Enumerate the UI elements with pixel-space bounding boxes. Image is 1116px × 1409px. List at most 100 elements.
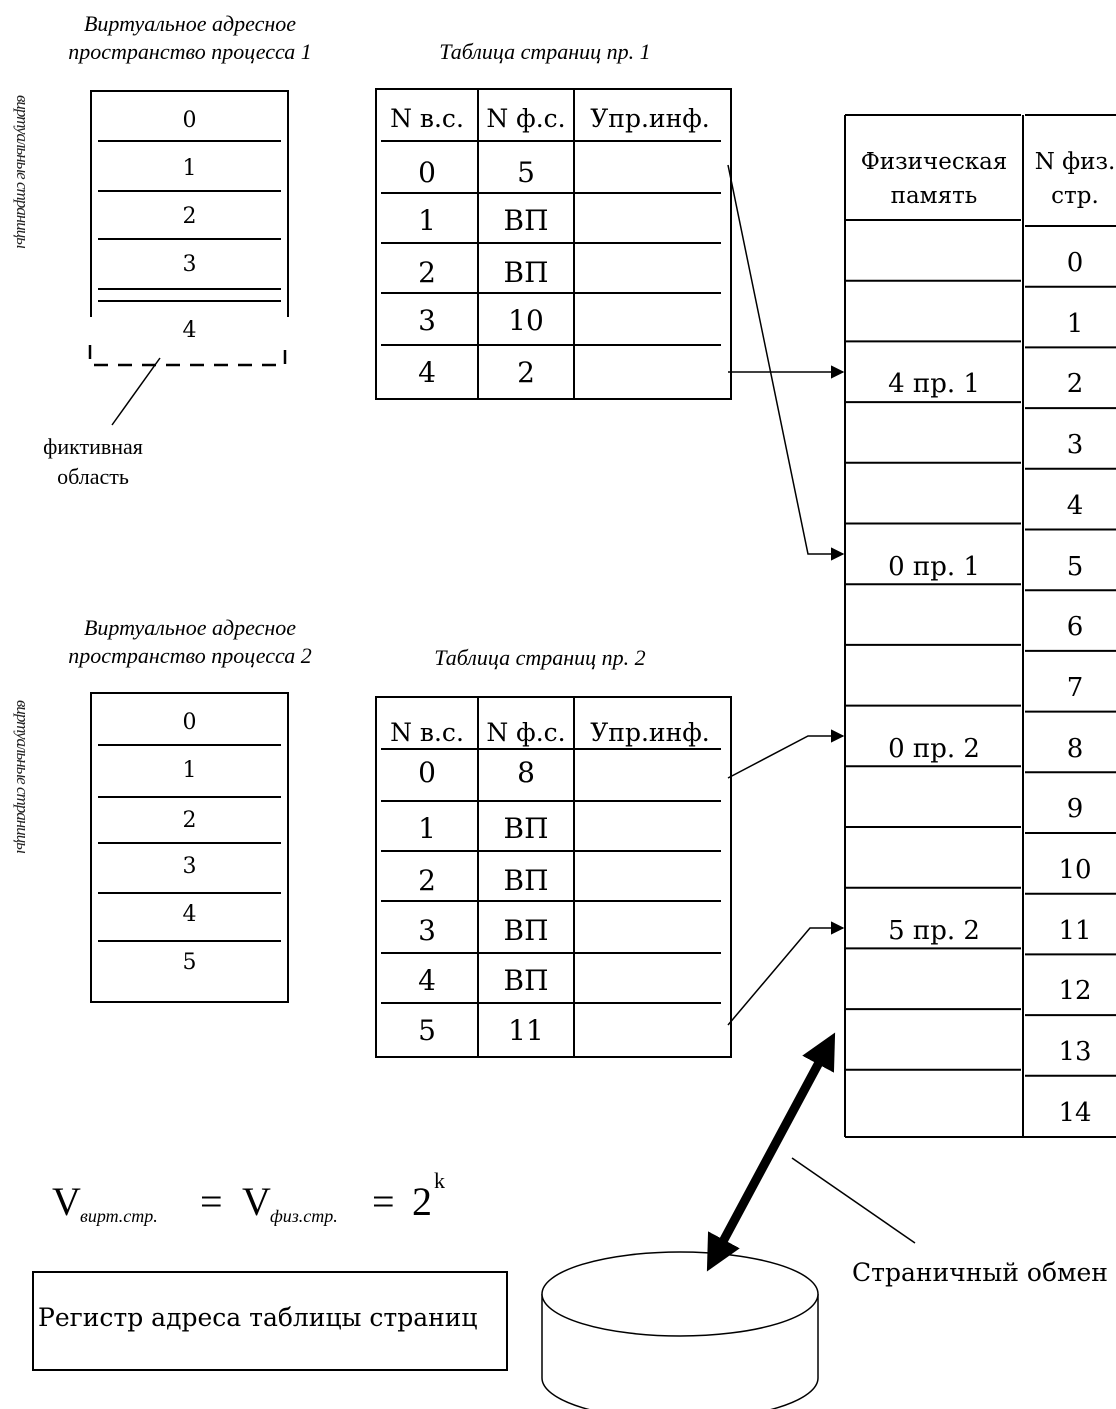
arrow-pt2-row5-to-frame11 <box>727 921 845 1026</box>
pt2-r3-c0: 3 <box>418 914 436 947</box>
vas2-title-line1: Виртуальное адресное <box>83 615 297 640</box>
vas1-divider <box>98 238 281 240</box>
pt2-r1-c1: ВП <box>503 812 549 845</box>
vas2-page-2: 2 <box>182 808 197 833</box>
pt2-header-vpage: N в.с. <box>390 718 464 747</box>
pt1-header-control: Упр.инф. <box>590 104 710 133</box>
pt2-row-divider <box>381 952 721 954</box>
page-table-1: N в.с. N ф.с. Упр.инф. 0 5 1 ВП 2 ВП 3 1… <box>375 88 732 400</box>
pm-frame-number-2: 2 <box>1066 369 1084 400</box>
pt1-row-divider <box>381 242 721 244</box>
vas1-title-line2: пространство процесса 1 <box>68 39 312 64</box>
pt2-title: Таблица страниц пр. 2 <box>434 645 646 670</box>
pt2-col-divider <box>477 698 479 1056</box>
pt1-r4-c1: 2 <box>517 356 535 389</box>
pt2-r0-c0: 0 <box>418 756 436 789</box>
pt2-r5-c0: 5 <box>418 1014 436 1047</box>
pt2-r1-c0: 1 <box>418 812 436 845</box>
page-table-register: Регистр адреса таблицы страниц <box>32 1271 508 1371</box>
vas1-page-4: 4 <box>182 318 197 343</box>
fictive-label-line2: область <box>57 464 129 489</box>
pt2-r4-c0: 4 <box>418 964 436 997</box>
vas1-title: Виртуальное адресное пространство процес… <box>40 10 340 66</box>
pt2-col-divider <box>573 698 575 1056</box>
pm-header-col1-line1: Физическая <box>860 149 1008 175</box>
pm-header-col2-line1: N физ. <box>1034 149 1116 175</box>
pt1-col-divider <box>573 90 575 398</box>
vas1-page-0: 0 <box>182 108 197 133</box>
pt2-r4-c1: ВП <box>503 964 549 997</box>
formula-exp: k <box>434 1168 445 1193</box>
pm-frame-number-7: 7 <box>1066 672 1084 703</box>
swap-label-pointer <box>791 1157 916 1244</box>
pm-frame-number-6: 6 <box>1066 612 1084 643</box>
pm-frame-number-12: 12 <box>1058 976 1092 1007</box>
arrow-pt2-row0-to-frame8 <box>727 729 845 779</box>
pt1-row-divider <box>381 192 721 194</box>
pt2-r2-c0: 2 <box>418 864 436 897</box>
formula-v2: V <box>242 1179 271 1224</box>
pt2-header-control: Упр.инф. <box>590 718 710 747</box>
pt1-col-divider <box>477 90 479 398</box>
pt2-row-divider <box>381 1002 721 1004</box>
vas1-box: 0 1 2 3 4 <box>90 90 289 343</box>
pm-frame-number-4: 4 <box>1066 490 1084 521</box>
formula-base: 2 <box>412 1179 432 1224</box>
fictive-label: фиктивная область <box>28 432 158 492</box>
vas2-page-4: 4 <box>182 902 197 927</box>
pt1-r2-c0: 2 <box>418 256 436 289</box>
fictive-label-line1: фиктивная <box>43 434 143 459</box>
fictive-pointer-line <box>111 357 161 426</box>
pt2-r0-c1: 8 <box>517 756 535 789</box>
pt2-header-fpage: N ф.с. <box>486 718 566 747</box>
formula-eq2: = <box>372 1179 395 1224</box>
vas2-title-line2: пространство процесса 2 <box>68 643 312 668</box>
pm-frame-number-11: 11 <box>1058 915 1092 946</box>
pt1-r2-c1: ВП <box>503 256 549 289</box>
pt1-title: Таблица страниц пр. 1 <box>439 39 651 64</box>
pm-frame-number-0: 0 <box>1066 248 1084 278</box>
pt2-r2-c1: ВП <box>503 864 549 897</box>
pm-frame-number-13: 13 <box>1058 1037 1092 1068</box>
vas1-divider <box>98 288 281 290</box>
vas2-title: Виртуальное адресное пространство процес… <box>40 614 340 670</box>
pt1-row-divider <box>381 344 721 346</box>
arrow-pt1-row0-to-frame5 <box>727 164 845 561</box>
formula-v1: V <box>52 1179 81 1224</box>
pm-frame-number-1: 1 <box>1066 308 1084 339</box>
formula-eq1: = <box>200 1179 223 1224</box>
formula-sub1: вирт.стр. <box>80 1206 158 1226</box>
pm-frame-content-2: 4 пр. 1 <box>888 369 980 400</box>
vas2-page-0: 0 <box>182 710 197 735</box>
pm-frame-content-8: 0 пр. 2 <box>888 733 980 764</box>
vas2-divider <box>98 940 281 942</box>
swap-double-arrow <box>706 1032 836 1272</box>
vas2-divider <box>98 796 281 798</box>
pm-frame-number-3: 3 <box>1066 430 1084 461</box>
pt1-r0-c0: 0 <box>418 156 436 189</box>
pm-header-col1: Физическая память <box>845 145 1023 213</box>
formula-sub2: физ.стр. <box>270 1206 338 1226</box>
pm-frame-content-5: 0 пр. 1 <box>888 551 980 582</box>
vas1-page-3: 3 <box>182 252 197 277</box>
swap-label: Страничный обмен <box>852 1258 1108 1287</box>
vas1-divider <box>98 300 281 302</box>
disk-icon <box>541 1251 819 1409</box>
pt1-header-fpage: N ф.с. <box>486 104 566 133</box>
page-table-2: N в.с. N ф.с. Упр.инф. 0 8 1 ВП 2 ВП 3 В… <box>375 696 732 1058</box>
vas2-box: 0 1 2 3 4 5 <box>90 692 289 1003</box>
pt2-r3-c1: ВП <box>503 914 549 947</box>
vas2-page-3: 3 <box>182 854 197 879</box>
pt1-header-vpage: N в.с. <box>390 104 464 133</box>
pm-frame-number-14: 14 <box>1058 1097 1092 1128</box>
pt1-r0-c1: 5 <box>517 156 535 189</box>
pt1-r4-c0: 4 <box>418 356 436 389</box>
pt2-row-divider <box>381 850 721 852</box>
pt1-row-divider <box>381 292 721 294</box>
vas2-divider <box>98 744 281 746</box>
pm-frame-number-5: 5 <box>1066 551 1084 582</box>
pm-frame-number-9: 9 <box>1066 794 1084 825</box>
vas2-page-5: 5 <box>182 950 197 975</box>
